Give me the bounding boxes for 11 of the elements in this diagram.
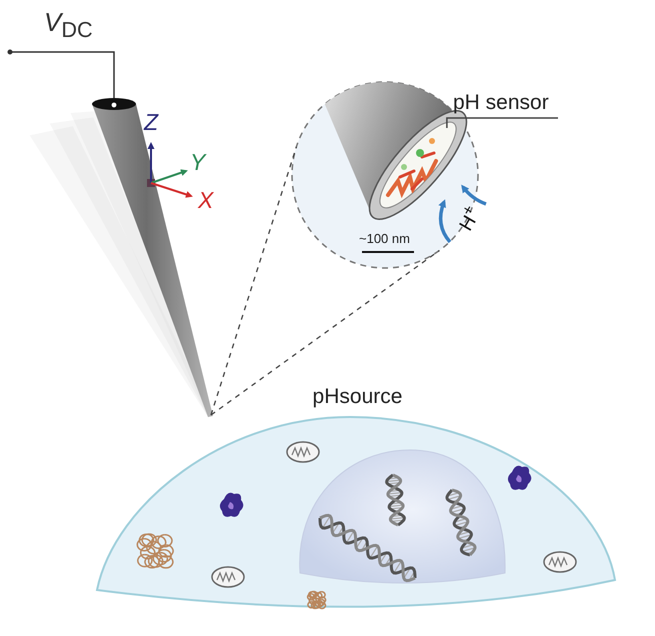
axis-label: X [198, 188, 214, 214]
axis-label: Z [144, 110, 158, 136]
sensor-core-drawing [380, 122, 456, 208]
callout-text: pH sensor [453, 90, 643, 118]
voltage-label: V$_{DC}$ [44, 8, 93, 42]
leader-line [446, 117, 558, 128]
axis-label: Y [190, 150, 206, 176]
zoom-guide-line [210, 146, 298, 416]
scale-label: ~100 nm [359, 232, 410, 246]
region-label: pHsource [312, 384, 404, 410]
zoom-guide-line [210, 250, 440, 416]
